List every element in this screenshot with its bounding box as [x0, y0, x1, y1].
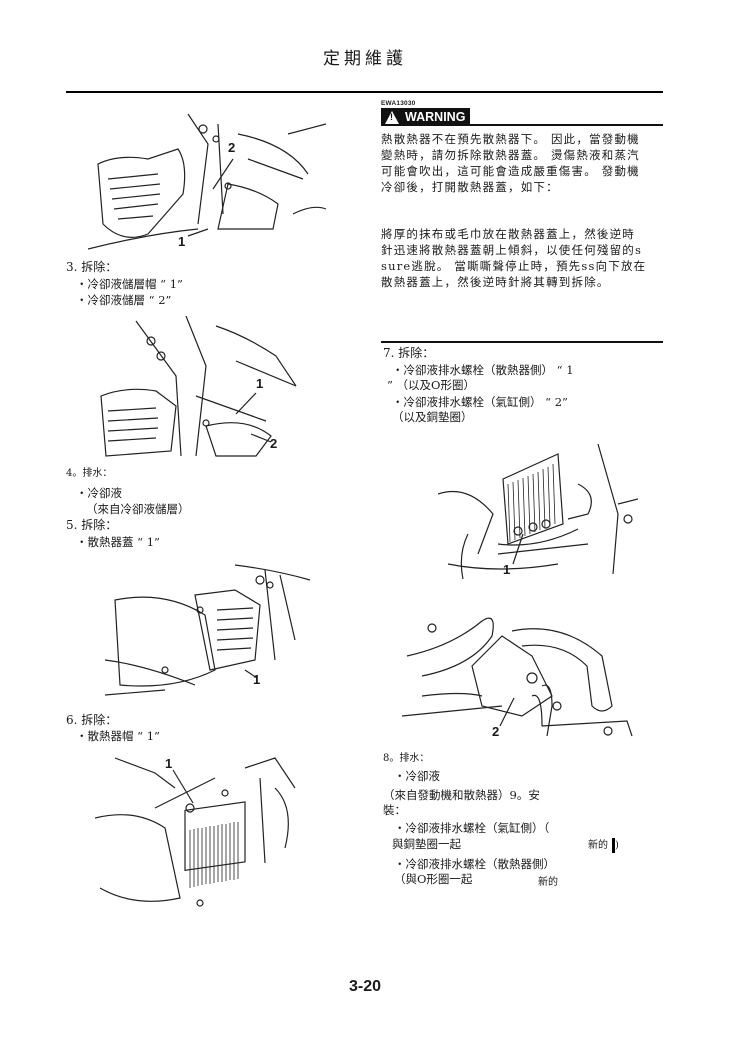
- step-7-line-1: ・冷卻液排水螺栓（散熱器側） “ 1: [392, 363, 574, 377]
- callout-1: 1: [256, 376, 264, 391]
- warning-code: EWA13030: [381, 100, 416, 107]
- step-4-heading: 4。排水：: [66, 468, 113, 479]
- warning-label: WARNING: [405, 110, 466, 124]
- warning-text: 熱散熱器不在預先散熱器下。 因此，當發動機 變熱時，請勿拆除散熱器蓋。 燙傷熱液…: [381, 131, 666, 195]
- step-9-item-1-line-1: ・冷卻液排水螺栓（氣缸側）（: [394, 821, 550, 835]
- page-number: 3-20: [348, 978, 382, 995]
- instruction-line: 將厚的抹布或毛巾放在散熱器蓋上，然後逆時: [381, 227, 635, 241]
- warning-end-rule: [381, 341, 663, 343]
- step-6-item-1: ・散熱器帽 “ 1”: [76, 729, 160, 743]
- warning-line: 熱散熱器不在預先散熱器下。 因此，當發動機: [381, 132, 640, 146]
- warning-instruction: 將厚的抹布或毛巾放在散熱器蓋上，然後逆時 針迅速將散熱器蓋朝上傾斜，以使任何殘留…: [381, 226, 666, 290]
- step-6-heading: 6. 拆除：: [66, 713, 118, 727]
- warning-badge: WARNING: [381, 108, 470, 126]
- figure-radiator-cover: 1: [105, 560, 313, 700]
- figure-coolant-reservoir-cap: 2 1: [88, 104, 328, 254]
- warning-triangle-icon: [385, 110, 399, 124]
- callout-1: 1: [253, 672, 261, 687]
- step-5-heading: 5. 拆除：: [66, 518, 118, 532]
- step-9-item-1-new-tag: 新的): [588, 838, 619, 854]
- instruction-line: 散熱器蓋上，然後逆時針將其轉到拆除。: [381, 275, 610, 289]
- step-7-line-3: ・冷卻液排水螺栓（氣缸側） “ 2”: [392, 395, 568, 409]
- step-3-item-2: ・冷卻液儲層 “ 2”: [76, 293, 172, 307]
- new-part-marker-icon: [612, 838, 615, 853]
- step-4-item-1: ・冷卻液: [76, 486, 122, 500]
- step-7-line-4: （以及銅墊圈）: [392, 410, 473, 424]
- closing-paren: ): [615, 840, 619, 851]
- step-9-item-2-new-tag: 新的: [538, 877, 558, 888]
- step-8-line-1: ・冷卻液: [394, 769, 440, 783]
- step-9-item-1-line-2: 與銅墊圈一起: [392, 837, 461, 851]
- step-7-heading: 7. 拆除：: [383, 346, 435, 360]
- callout-2: 2: [270, 436, 278, 451]
- figure-cylinder-drain-bolt: 2: [402, 596, 638, 744]
- warning-line: 冷卻後，打開散熱器蓋，如下：: [381, 180, 559, 194]
- step-3-item-1: ・冷卻液儲層帽 “ 1”: [76, 277, 183, 291]
- step-3-heading: 3. 拆除：: [66, 260, 118, 274]
- step-8-line-2: （來自發動機和散熱器）9。安: [383, 788, 540, 802]
- new-tag-label: 新的: [588, 840, 608, 851]
- header-rule: [66, 91, 663, 93]
- warning-line: 可能會吹出，這可能會造成嚴重傷害。 發動機: [381, 164, 640, 178]
- step-9-item-2-line-1: ・冷卻液排水螺栓（散熱器側）: [394, 857, 555, 871]
- step-8-heading: 8。排水：: [383, 753, 430, 764]
- warning-rule: [470, 124, 663, 126]
- warning-line: 變熱時，請勿拆除散熱器蓋。 燙傷熱液和蒸汽: [381, 148, 640, 162]
- callout-1: 1: [503, 562, 511, 577]
- page-title: 定期維護: [323, 49, 407, 69]
- step-9-item-2-line-2: （與O形圈一起: [394, 872, 473, 886]
- figure-coolant-reservoir: 1 2: [96, 316, 311, 461]
- instruction-line: sure逃脫。 當嘶嘶聲停止時，預先ss向下放在: [381, 259, 647, 273]
- instruction-line: 針迅速將散熱器蓋朝上傾斜，以使任何殘留的s: [381, 243, 643, 257]
- callout-1: 1: [165, 756, 173, 771]
- figure-radiator-drain-bolt: 1: [438, 434, 638, 584]
- step-4-item-2: （來自冷卻液儲層）: [86, 502, 190, 516]
- step-8-line-3: 裝：: [383, 803, 406, 817]
- callout-2: 2: [228, 140, 236, 155]
- step-7-line-2: ” （以及O形圈）: [387, 378, 475, 392]
- callout-2: 2: [492, 724, 500, 739]
- step-5-item-1: ・散熱器蓋 “ 1”: [76, 535, 160, 549]
- callout-1: 1: [178, 234, 186, 249]
- figure-radiator-cap: 1: [95, 748, 310, 910]
